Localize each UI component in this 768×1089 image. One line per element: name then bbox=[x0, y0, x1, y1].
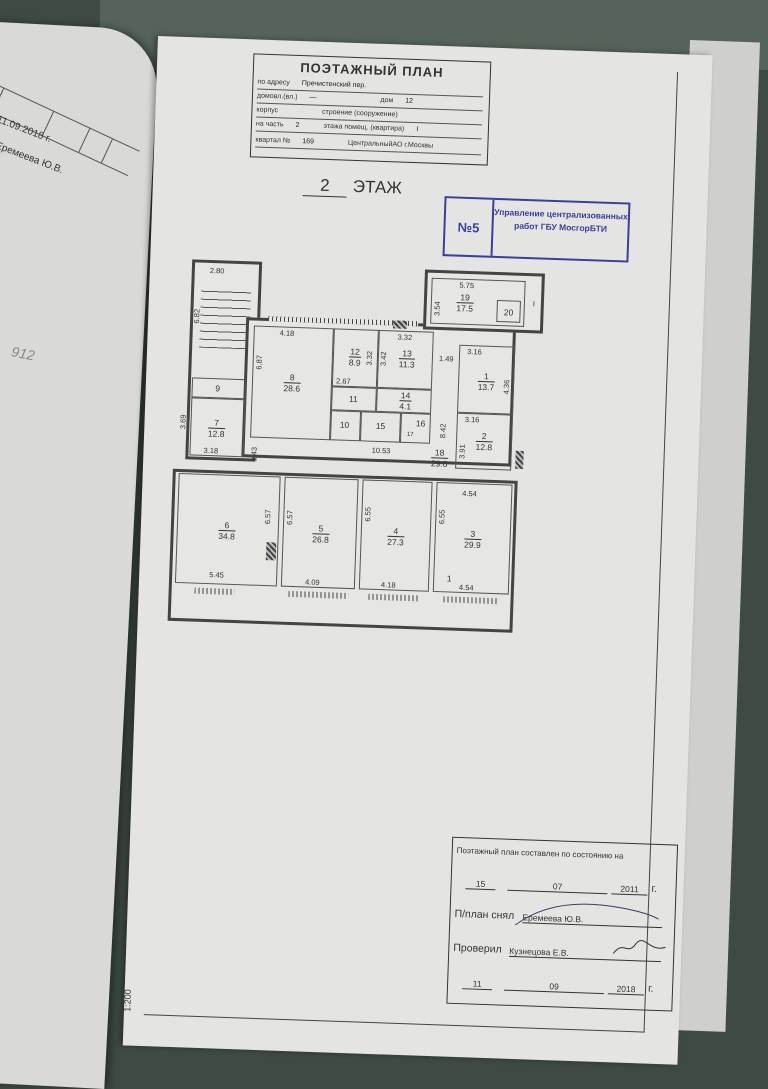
staircase bbox=[199, 287, 252, 350]
signoff-block: Поэтажный план составлен по состоянию на… bbox=[446, 836, 679, 1012]
room-label: 15 bbox=[375, 420, 386, 432]
dimension: 1.43 bbox=[249, 446, 259, 462]
domovl-value: — bbox=[309, 94, 317, 102]
bti-stamp: №5 Управление централизованных работ ГБУ… bbox=[442, 196, 631, 263]
taken-label: П/план снял bbox=[454, 907, 515, 922]
dimension: 6.55 bbox=[437, 509, 447, 525]
left-page-name: Еремеева Ю.В. bbox=[0, 140, 65, 177]
floor-number: 2 bbox=[302, 175, 348, 198]
dimension: 4.09 bbox=[304, 577, 320, 587]
floor-room-label: этажа помещ. (квартира) bbox=[323, 122, 405, 133]
room-label: 16 bbox=[415, 418, 426, 429]
date2-month: 09 bbox=[503, 979, 605, 995]
dimension: 3.16 bbox=[467, 346, 482, 357]
signature-1 bbox=[514, 903, 659, 926]
stamp-number: №5 bbox=[444, 198, 495, 256]
shaft-hatch bbox=[265, 542, 277, 561]
room-label: 11 bbox=[348, 393, 359, 405]
dimension: 3.91 bbox=[457, 444, 467, 460]
dimension: 4.18 bbox=[279, 328, 295, 338]
date2-day: 11 bbox=[461, 978, 493, 991]
room-label: 1 bbox=[446, 573, 452, 584]
dimension: 3.32 bbox=[397, 332, 413, 343]
dimension: 6.57 bbox=[263, 509, 273, 525]
title-heading: ПОЭТАЖНЫЙ ПЛАН bbox=[300, 59, 444, 80]
dimension: 8.42 bbox=[438, 423, 448, 439]
dimension: 3.16 bbox=[464, 414, 480, 425]
kvartal-label: квартал № bbox=[255, 136, 291, 145]
floor-plan-page: ПОЭТАЖНЫЙ ПЛАН по адресу Пречистенский пе… bbox=[122, 36, 713, 1065]
date2-g: г. bbox=[647, 982, 654, 995]
domovl-label: домовл.(вл.) bbox=[256, 92, 298, 101]
dom-label: дом bbox=[380, 96, 394, 105]
dimension: 2.80 bbox=[209, 265, 225, 276]
date1-g: г. bbox=[651, 882, 658, 895]
part-label: на часть bbox=[255, 120, 284, 129]
dimension: 6.55 bbox=[363, 506, 373, 522]
room-label: 17 bbox=[406, 431, 414, 439]
dimension: 2.67 bbox=[335, 376, 351, 386]
signoff-header: Поэтажный план составлен по состоянию на bbox=[456, 845, 624, 861]
dimension: 3.69 bbox=[178, 414, 188, 430]
stroenie-label: строение (сооружение) bbox=[321, 108, 398, 119]
title-block: ПОЭТАЖНЫЙ ПЛАН по адресу Пречистенский пе… bbox=[249, 53, 492, 166]
signature-2 bbox=[612, 940, 666, 954]
dimension: 1.49 bbox=[438, 354, 454, 364]
district: ЦентральныйАО г.Москвы bbox=[347, 139, 434, 150]
address-value: Пречистенский пер. bbox=[301, 80, 367, 90]
dimension: 3.32 bbox=[364, 350, 375, 366]
floor-room-value: I bbox=[416, 126, 419, 134]
shaft-hatch bbox=[392, 320, 408, 329]
scale-label: 1:200 bbox=[122, 989, 133, 1012]
dimension: 3.54 bbox=[432, 301, 442, 317]
dimension: 4.54 bbox=[462, 488, 477, 499]
dimension: 6.87 bbox=[254, 354, 264, 370]
stamp-text: Управление централизованных работ ГБУ Мо… bbox=[494, 206, 629, 234]
date2-year: 2018 bbox=[607, 983, 645, 996]
kvartal-value: 169 bbox=[302, 138, 315, 146]
dimension: I bbox=[532, 299, 536, 309]
dimension: 5.75 bbox=[459, 280, 475, 291]
dimension: 3.18 bbox=[203, 445, 219, 456]
part-value: 2 bbox=[295, 121, 300, 129]
room-label: 9 bbox=[215, 383, 221, 394]
dimension: 4.18 bbox=[380, 580, 396, 590]
room-label: 20 bbox=[503, 307, 514, 318]
dimension: 4.36 bbox=[501, 379, 512, 395]
room-label: 10 bbox=[339, 419, 350, 430]
dom-value: 12 bbox=[405, 97, 414, 105]
shaft-hatch bbox=[515, 450, 524, 470]
date1-day: 15 bbox=[465, 878, 496, 891]
address-label: по адресу bbox=[257, 78, 290, 87]
dimension: 6.57 bbox=[285, 510, 295, 526]
dimension: 4.54 bbox=[458, 582, 474, 593]
dimension: 5.45 bbox=[209, 570, 224, 580]
left-page-handwritten: 912 bbox=[10, 343, 37, 364]
floor-label: ЭТАЖ bbox=[352, 176, 403, 198]
checked-label: Проверил bbox=[453, 941, 502, 956]
dimension: 6.82 bbox=[191, 308, 202, 324]
dimension: 10.53 bbox=[371, 445, 391, 456]
korpus-label: корпус bbox=[256, 106, 279, 115]
dimension: 3.42 bbox=[378, 351, 389, 367]
